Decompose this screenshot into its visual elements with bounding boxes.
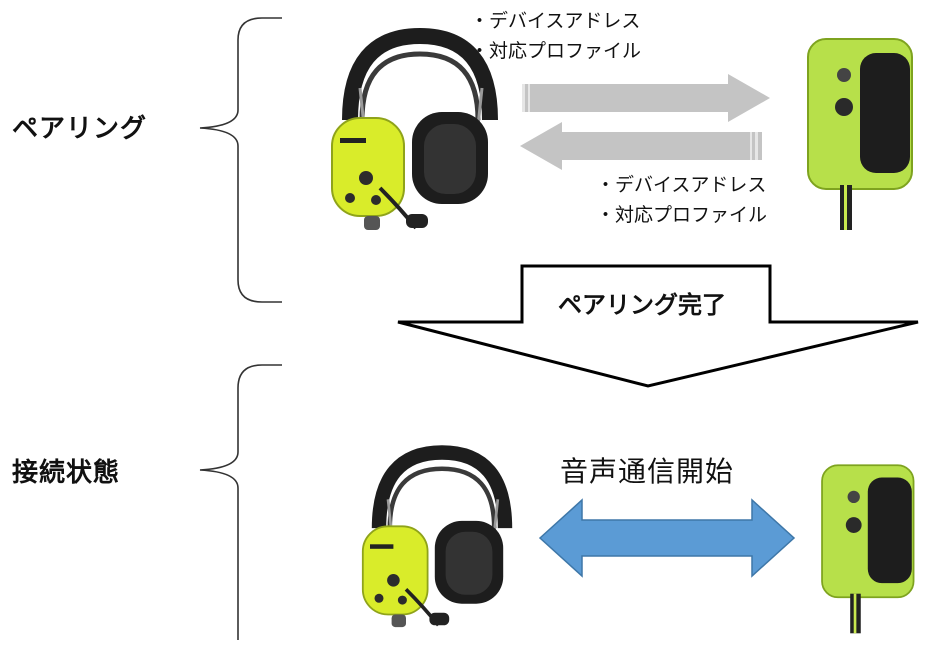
reverse-bullet-item: ・デバイスアドレス <box>596 174 767 196</box>
voice-start-label: 音声通信開始 <box>560 455 735 488</box>
connected-brace <box>199 364 282 640</box>
reverse-bullet-item: ・対応プロファイル <box>596 204 768 226</box>
forward-bullet-item: ・デバイスアドレス <box>470 10 641 32</box>
transceiver-image <box>807 38 913 230</box>
headset-image <box>331 28 498 230</box>
pairing-brace <box>199 17 282 303</box>
voice-double-arrow <box>538 498 796 578</box>
headset-image-connected <box>361 445 513 628</box>
connected-section-label: 接続状態 <box>12 458 121 488</box>
forward-bullet-list: ・デバイスアドレス ・対応プロファイル <box>470 6 641 66</box>
reverse-exchange-arrow <box>520 122 762 170</box>
pairing-section-label: ペアリング <box>12 114 148 144</box>
completion-down-arrow <box>397 264 919 388</box>
forward-exchange-arrow <box>522 74 770 122</box>
transceiver-image-connected <box>821 464 915 634</box>
completion-label: ペアリング完了 <box>558 291 726 319</box>
reverse-bullet-list: ・デバイスアドレス ・対応プロファイル <box>596 170 767 230</box>
forward-bullet-item: ・対応プロファイル <box>470 40 642 62</box>
